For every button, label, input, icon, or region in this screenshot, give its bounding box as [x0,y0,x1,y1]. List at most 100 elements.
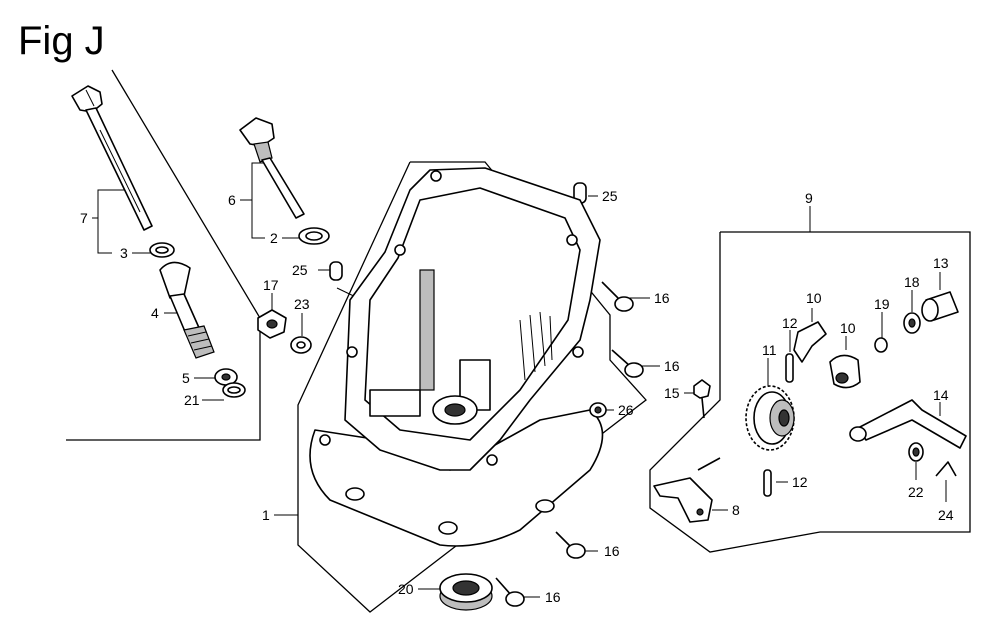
cover-block [369,389,421,417]
governor-holder-8 [653,457,721,523]
washer-26-hole [594,406,602,414]
callout-8: 8 [732,502,740,518]
flange-bolt-16b [611,349,644,378]
callout-25-left: 25 [292,262,308,278]
filler-tube-thread-3 [193,345,213,351]
callout-11: 11 [762,342,777,358]
callout-24: 24 [938,507,954,523]
clip-5 [214,368,238,386]
holder-8-hole [696,508,704,516]
o-ring-2 [298,227,330,245]
bolt-16a-head [614,296,634,312]
callout-16b: 16 [664,358,680,374]
clip-24-body [935,461,957,477]
bolt-15-head [693,379,711,399]
callout-5: 5 [182,370,190,386]
pin-12-upper [785,353,794,383]
bolt-16b-head [624,362,644,378]
dowel-25-left-body [329,261,343,281]
leader-lines [92,162,947,598]
callout-26: 26 [618,402,634,418]
cover-rib-4 [549,315,553,361]
leader-6-bracket [251,162,265,239]
governor-arm-14 [849,399,967,449]
dipstick-short-rod [261,157,305,219]
cover-bearing-hole [444,403,466,417]
o-ring-3 [149,242,175,258]
gear-11-bore [778,409,790,427]
cover-rib-1 [519,319,526,381]
dipstick-short-cap [239,117,275,147]
bushing-13 [921,291,959,322]
callout-16c: 16 [604,543,620,559]
bolt-16c-head [566,543,586,559]
bolt-16a-shank [601,281,621,301]
callout-18: 18 [904,274,920,290]
bolt-16d-head [505,591,525,607]
flange-bolt-16d [495,577,525,607]
callout-3: 3 [120,245,128,261]
arm-14-end [849,426,867,442]
figure-title: Fig J [18,19,105,63]
governor-slider-10b [829,354,861,389]
callout-10b: 10 [840,320,856,336]
callout-19: 19 [874,296,890,312]
callout-15: 15 [664,385,680,401]
filler-tube-thread-2 [190,338,210,344]
washer-22 [908,442,924,462]
callout-9: 9 [805,190,813,206]
dipstick-long-cap-grip [85,89,95,107]
callout-6: 6 [228,192,236,208]
cover-bolt-hole-2 [430,170,442,182]
dowel-25-left [329,261,343,281]
bolt-17-hole [266,319,278,329]
cover-foot-1 [438,521,458,535]
callout-4: 4 [151,305,159,321]
callout-22: 22 [908,484,924,500]
washer-23 [290,336,312,354]
filler-tube-funnel [159,261,191,299]
o-ring-21-inner [227,386,241,394]
o-ring-2-inner [305,231,323,241]
dipstick-short [239,117,305,219]
arm-14-shaft [857,399,967,449]
flange-bolt-16c [555,531,586,559]
pin-12-upper-body [785,353,794,383]
washer-19-body [874,337,888,353]
callout-16d: 16 [545,589,561,605]
washer-18-hole [908,318,916,328]
oil-seal-20-hole [452,580,480,596]
dipstick-long-rod-edge [99,129,141,213]
cover-bolt-hole-7 [486,454,498,466]
callout-16a: 16 [654,290,670,306]
cover-bolt-hole-6 [319,434,331,446]
clip-24 [935,461,957,477]
dipstick-long-cap [71,85,103,113]
oil-seal-20 [439,573,493,611]
cover-bolt-hole-1 [394,244,406,256]
governor-gear-11 [745,385,795,451]
callout-labels: 7 3 4 5 21 6 2 25 17 23 25 16 16 26 16 1… [80,188,954,605]
pin-12-lower-body [763,469,772,497]
clip-5-hole [221,373,231,381]
callout-7: 7 [80,210,88,226]
cover-bolt-hole-4 [572,346,584,358]
cover-rib-2 [529,314,536,373]
cover-foot-2 [535,499,555,513]
washer-23-inner [296,341,306,349]
callout-1: 1 [262,507,270,523]
callout-14: 14 [933,387,949,403]
washer-18 [903,312,921,334]
bolt-17 [257,309,287,339]
dipstick-long [71,85,153,231]
governor-weight-10a [793,321,827,363]
o-ring-3-inner [155,246,169,254]
callout-23: 23 [294,296,310,312]
cover-bolt-hole-3 [566,234,578,246]
cover-cylinder-boss [419,269,435,391]
governor-group-frame [649,231,971,553]
holder-8-plate [653,477,713,523]
dipstick-group-frame [66,69,261,441]
callout-2: 2 [270,230,278,246]
